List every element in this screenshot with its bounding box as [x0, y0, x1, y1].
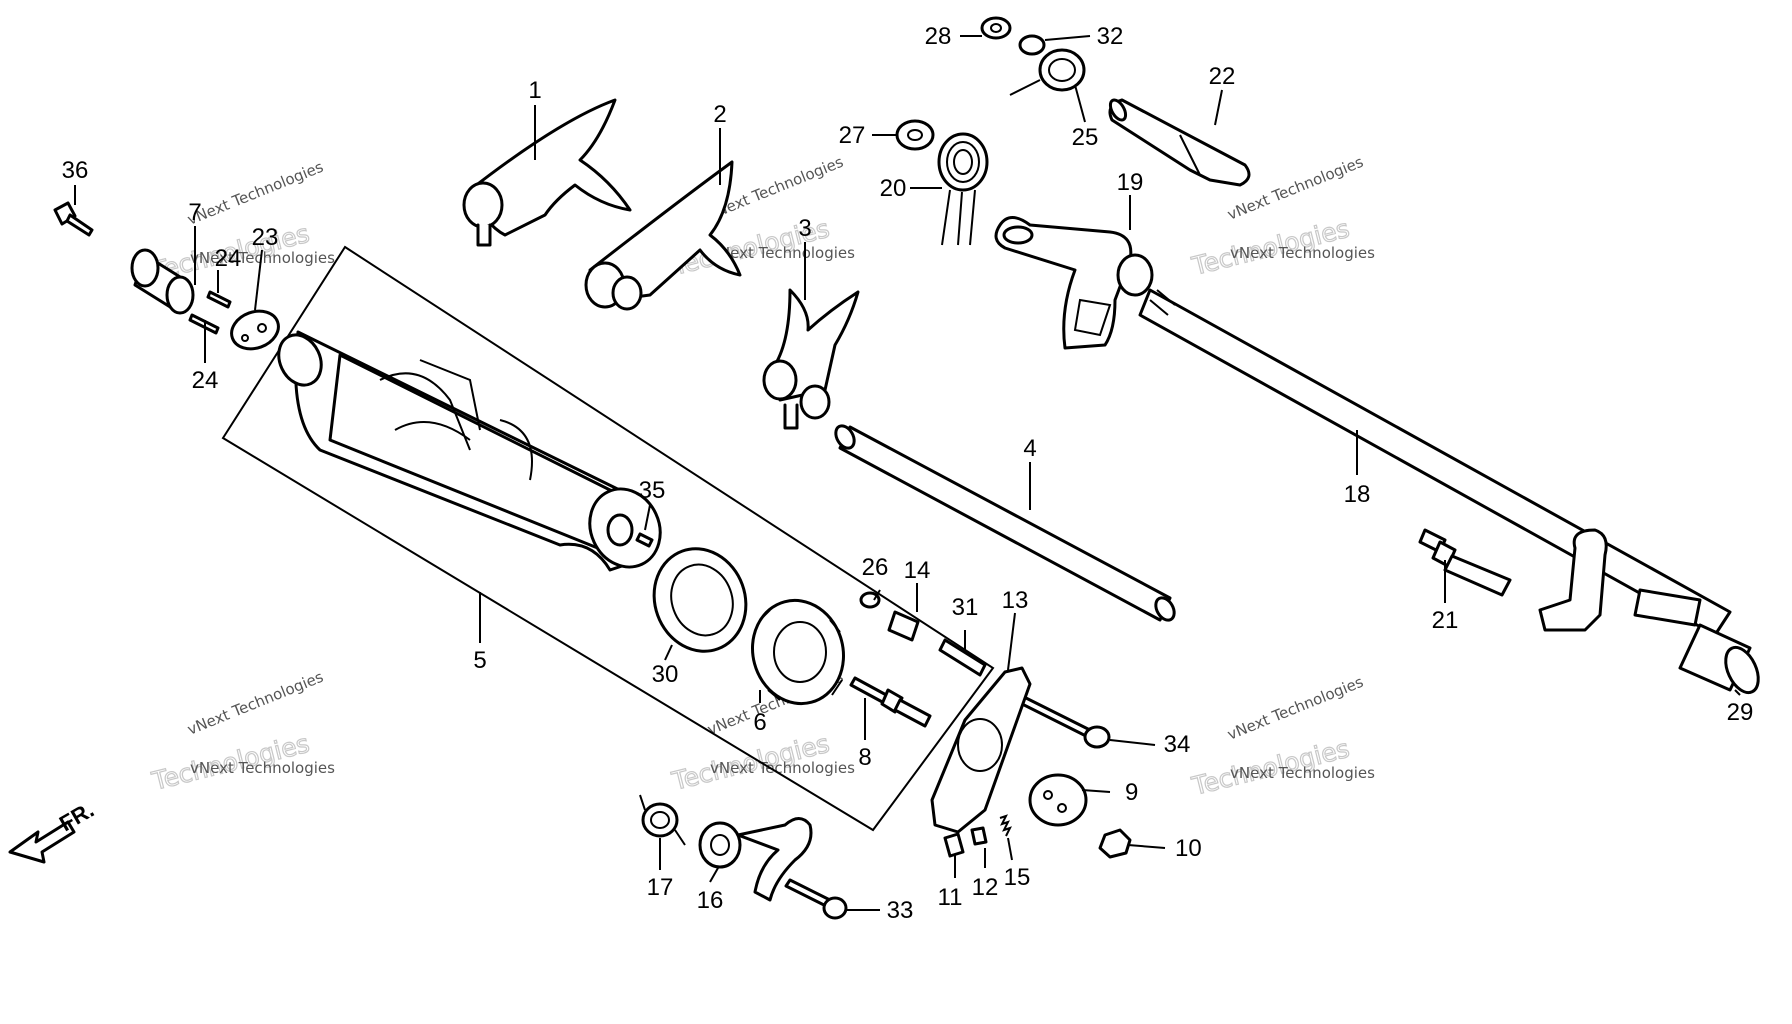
callout-20: 20	[880, 175, 907, 202]
return-spring	[937, 132, 989, 246]
needle-bearing-29	[1678, 623, 1760, 695]
stud-bolt-8	[849, 676, 932, 728]
washer-28-hole	[990, 23, 1002, 33]
pin-35	[635, 532, 654, 548]
callout-34: 34	[1164, 731, 1191, 758]
shift-drum	[277, 330, 662, 572]
callout-23: 23	[252, 224, 279, 251]
gearshift-spindle	[1138, 288, 1732, 637]
shift-fork-1	[462, 98, 632, 247]
callout-11: 11	[938, 884, 963, 911]
callout-17: 17	[647, 874, 674, 901]
watermark: vNext Technologies Technologies vNext Te…	[148, 158, 335, 287]
callout-29: 29	[1727, 699, 1754, 726]
pin-12	[970, 826, 988, 846]
bearing-30	[652, 547, 748, 653]
shift-cam-9	[1028, 773, 1088, 827]
assembly-frame	[221, 245, 995, 832]
callout-21: 21	[1432, 607, 1459, 634]
washer-28	[980, 16, 1012, 40]
callout-27: 27	[839, 122, 866, 149]
callout-35: 35	[639, 477, 666, 504]
callout-28: 28	[925, 23, 952, 50]
watermark: vNext Technologies Technologies vNext Te…	[1188, 673, 1375, 802]
callout-24-upper: 24	[215, 245, 242, 272]
callout-7: 7	[188, 199, 201, 226]
roller-11	[943, 832, 965, 858]
bolt-36	[53, 201, 94, 237]
watermark-caption-text: vNext Technologies	[190, 249, 335, 267]
callout-24-lower: 24	[192, 367, 219, 394]
shift-fork-3	[762, 288, 860, 430]
shift-fork-2	[584, 160, 742, 311]
callout-18: 18	[1344, 481, 1371, 508]
collar-14	[887, 610, 920, 642]
drum-plate	[230, 309, 280, 351]
washer-27-hole	[907, 129, 923, 141]
callout-16: 16	[697, 887, 724, 914]
nut-26	[859, 591, 881, 609]
front-direction-arrow: FR.	[8, 797, 98, 864]
stud-bolt-21	[1418, 528, 1512, 597]
callout-19: 19	[1117, 169, 1144, 196]
stopper-arm-16	[698, 817, 813, 902]
stopper-spring-17	[639, 794, 686, 846]
callout-10: 10	[1175, 835, 1202, 862]
watermark-caption-text: vNext Technologies	[710, 244, 855, 262]
callout-labels: 1 2 3 4 5 6 7 8 9 10 11 12 15 13 14 16 1…	[62, 23, 1754, 924]
callout-4: 4	[1023, 435, 1036, 462]
callout-26: 26	[862, 554, 889, 581]
clip-32	[1018, 34, 1046, 56]
watermark-layer: vNext Technologies Technologies vNext Te…	[148, 153, 1375, 802]
stopper-gear-6	[750, 598, 846, 706]
watermark-caption-text: vNext Technologies	[710, 759, 855, 777]
watermark-caption-text: vNext Technologies	[1230, 764, 1375, 782]
fork-shaft	[834, 424, 1176, 622]
spring-15	[999, 814, 1012, 837]
leader-lines	[74, 35, 1741, 911]
pin-31	[938, 638, 987, 677]
dowel-pin-24a	[206, 290, 232, 309]
drum-cap	[130, 248, 195, 315]
callout-25: 25	[1072, 124, 1099, 151]
callout-2: 2	[713, 101, 726, 128]
watermark-caption-text: vNext Technologies	[1230, 244, 1375, 262]
callout-8: 8	[858, 744, 871, 771]
bolt-34	[1014, 693, 1111, 749]
callout-5: 5	[473, 647, 486, 674]
torsion-spring	[1009, 48, 1086, 96]
callout-3: 3	[798, 215, 811, 242]
stopper-shaft	[1108, 98, 1251, 187]
bolt-33	[784, 878, 848, 920]
watermark: vNext Technologies Technologies vNext Te…	[148, 668, 335, 797]
callout-1: 1	[528, 77, 541, 104]
stopper-plate-13	[930, 666, 1032, 834]
callout-30: 30	[652, 661, 679, 688]
callout-31: 31	[952, 594, 979, 621]
shift-arm	[994, 216, 1154, 350]
nut-10	[1098, 828, 1132, 859]
watermark-caption-text: vNext Technologies	[190, 759, 335, 777]
callout-33: 33	[887, 897, 914, 924]
callout-15: 13	[1002, 587, 1029, 614]
washer-27	[895, 119, 935, 151]
callout-14: 14	[904, 557, 931, 584]
callout-32: 32	[1097, 23, 1124, 50]
callout-13: 15	[1004, 864, 1031, 891]
callout-6: 6	[753, 709, 766, 736]
callout-12: 12	[972, 874, 999, 901]
callout-22: 22	[1209, 63, 1236, 90]
callout-36: 36	[62, 157, 89, 184]
callout-9: 9	[1125, 779, 1138, 806]
